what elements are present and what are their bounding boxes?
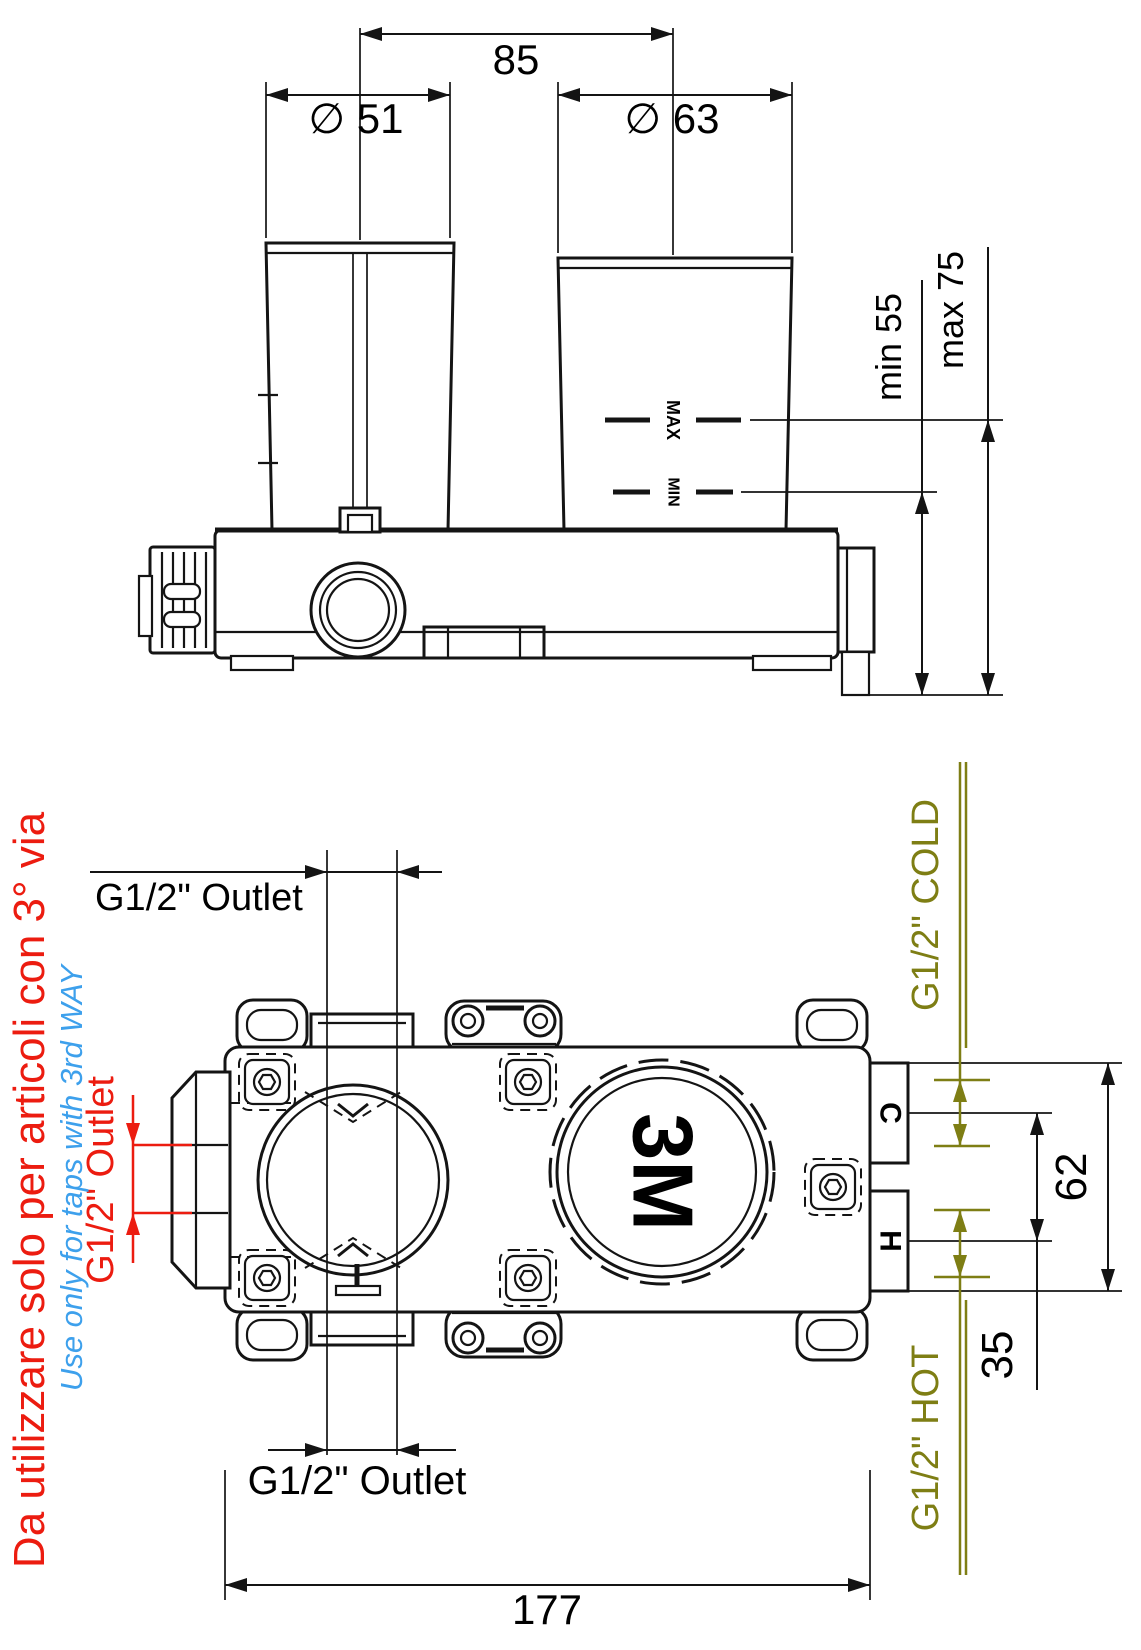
dim-outlet-top: G1/2" Outlet <box>90 865 442 919</box>
blue-note: Use only for taps with 3rd WAY <box>54 963 89 1391</box>
valve-body-side <box>213 528 840 660</box>
note-italian: Da utilizzare solo per articoli con 3° v… <box>5 811 54 1568</box>
bottom-view: 3M C H G1/2" Outlet G1/2" Outlet <box>90 850 1122 1633</box>
dim-85-text: 85 <box>493 36 540 83</box>
mounting-tabs <box>235 998 869 1362</box>
top-view: MAX MIN 85 <box>137 27 1003 697</box>
outlet-bracket-bottom <box>309 1310 415 1347</box>
outlet-top-label: G1/2" Outlet <box>95 877 303 919</box>
clamp-bottom <box>444 1304 563 1359</box>
dim-62-text: 62 <box>1047 1153 1096 1202</box>
dim-outlet-bottom: G1/2" Outlet <box>248 1443 467 1503</box>
outlet-bottom-label: G1/2" Outlet <box>248 1459 467 1503</box>
cartridge-port-right: 3M <box>548 1058 776 1286</box>
hot-port-letter: H <box>874 1230 907 1252</box>
dim-dia51-text: ∅ 51 <box>309 95 404 142</box>
screw-bosses <box>238 1053 862 1307</box>
cold-connector: C <box>868 1061 910 1165</box>
dim-dia63-text: ∅ 63 <box>625 95 720 142</box>
clamp-top <box>444 999 563 1054</box>
dim-dia63: ∅ 63 <box>557 82 793 253</box>
dim-62-35: 62 35 <box>908 1062 1122 1390</box>
dim-min-text: min 55 <box>868 293 909 401</box>
olive-annotation-fills: G1/2" COLD G1/2" HOT <box>905 799 967 1531</box>
note-english: Use only for taps with 3rd WAY <box>54 963 89 1391</box>
hot-connector: H <box>868 1189 910 1293</box>
max-label: MAX <box>663 400 683 440</box>
dim-177-text: 177 <box>512 1586 582 1633</box>
foot-left <box>229 654 295 672</box>
dim-85: 85 <box>359 27 674 255</box>
dim-177: 177 <box>224 1470 871 1633</box>
cold-port-letter: C <box>874 1102 907 1124</box>
dim-35-text: 35 <box>973 1331 1022 1380</box>
cartridge-port-left <box>256 1083 450 1297</box>
outlet-red-label: G1/2" Outlet <box>80 1076 122 1284</box>
bracket-center <box>422 625 546 660</box>
foot-right <box>751 654 833 672</box>
inlet-connector-side <box>137 545 217 655</box>
min-label: MIN <box>665 477 682 506</box>
side-port-rings <box>309 561 407 659</box>
dim-min-max: min 55 max 75 <box>741 247 1003 696</box>
right-connector-side <box>836 546 876 697</box>
dim-max-text: max 75 <box>930 251 971 369</box>
cylinder-left <box>258 241 456 532</box>
cylinder-right: MAX MIN <box>556 256 794 532</box>
red-annotation-fills: G1/2" Outlet Da utilizzare solo per arti… <box>5 811 140 1568</box>
hot-label: G1/2" HOT <box>905 1345 947 1532</box>
dim-dia51: ∅ 51 <box>265 82 451 238</box>
logo-3m: 3M <box>615 1113 710 1231</box>
cold-label: G1/2" COLD <box>905 799 947 1011</box>
